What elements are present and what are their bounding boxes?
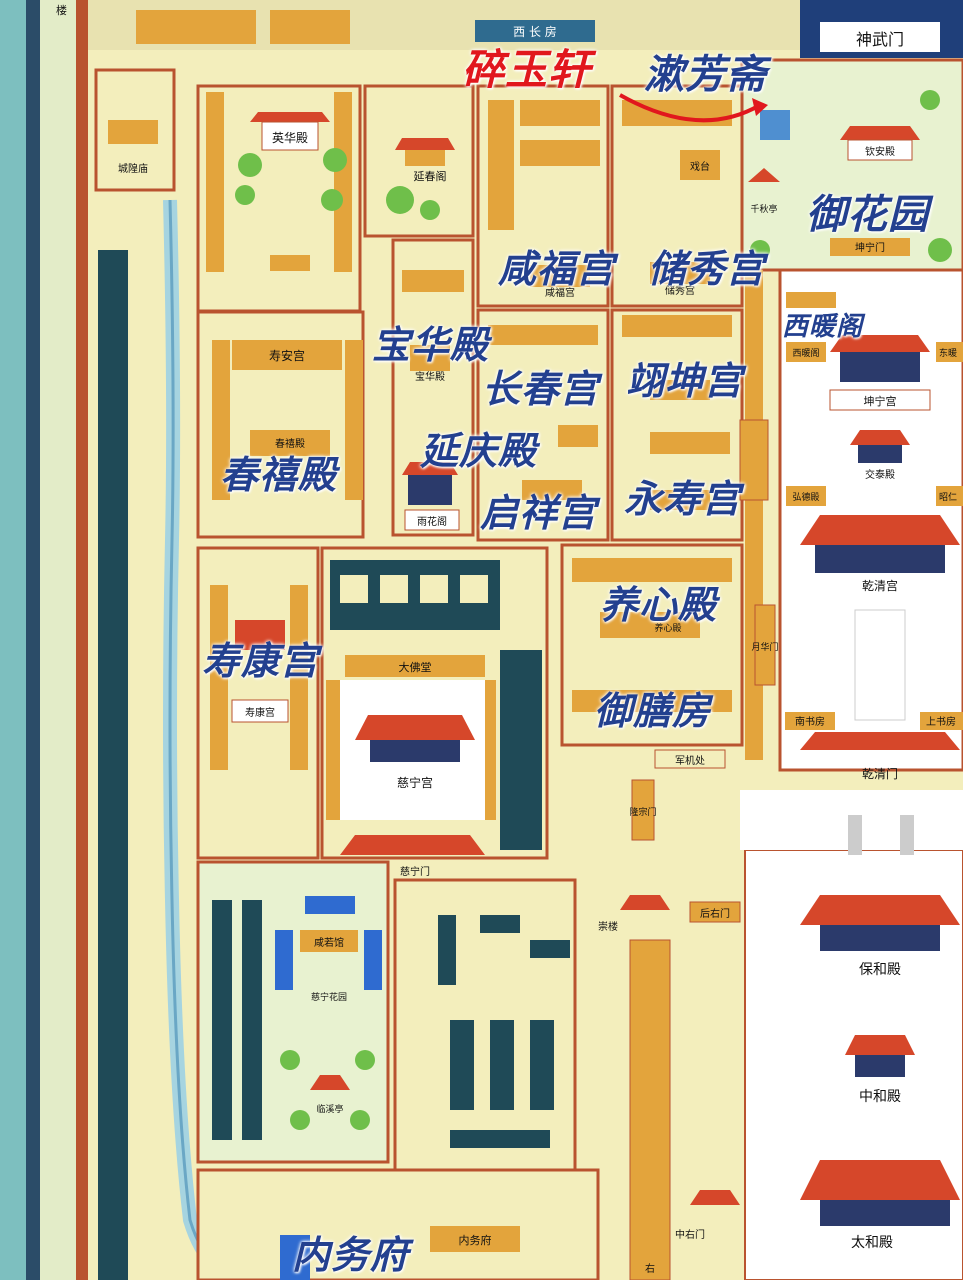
shoukanggong-overlay: 寿康宫 xyxy=(202,638,320,683)
shoukanggong-small-label: 寿康宫 xyxy=(245,706,275,719)
chuxiugong-overlay: 储秀宫 xyxy=(648,246,766,291)
shenwumen-label: 神武门 xyxy=(856,30,904,49)
baohedian-roof xyxy=(800,895,960,925)
baohuadian-small-label: 宝华殿 xyxy=(415,370,445,383)
zhongyoumen-label: 中右门 xyxy=(675,1228,705,1241)
xinuange-overlay: 西暖阁 xyxy=(782,312,864,342)
xinuange-small-label: 西暖阁 xyxy=(792,347,819,359)
xianfugong-small-label: 咸福宫 xyxy=(545,286,575,299)
west-row-buildings xyxy=(98,250,128,1280)
baohedian-label: 保和殿 xyxy=(859,962,901,978)
yanqingdian-overlay: 延庆殿 xyxy=(420,428,538,473)
you-label: 右 xyxy=(645,1262,655,1275)
qinandian-label: 钦安殿 xyxy=(865,145,895,158)
chunxidian-overlay: 春禧殿 xyxy=(220,452,338,497)
qiuxiuting-label: 千秋亭 xyxy=(750,203,777,215)
jiaotaidian-label: 交泰殿 xyxy=(865,468,895,481)
cininghuayuan-label: 慈宁花园 xyxy=(311,991,347,1003)
yushanfang-overlay: 御膳房 xyxy=(594,688,712,733)
xichangfang-label: 西 长 房 xyxy=(513,24,557,39)
xichangfang-block xyxy=(475,20,595,42)
xiantai-label: 戏台 xyxy=(690,160,710,173)
chonglou-label: 崇楼 xyxy=(598,920,618,933)
nanshufang-label: 南书房 xyxy=(795,715,825,728)
xianfugong-overlay: 咸福宫 xyxy=(498,246,616,291)
yinghuadian-label: 英华殿 xyxy=(272,131,308,145)
longzongmen-label: 隆宗门 xyxy=(629,806,656,818)
suiyuxuan-overlay: 碎玉轩 xyxy=(462,45,592,94)
xianruoguan-label: 咸若馆 xyxy=(314,936,344,949)
houyoumen-label: 后右门 xyxy=(700,907,730,920)
zhaorendian-label: 昭仁 xyxy=(939,491,957,503)
neiwufu-overlay: 内务府 xyxy=(292,1232,410,1277)
yikungong-overlay: 翊坤宫 xyxy=(626,358,744,403)
baohuadian-overlay: 宝华殿 xyxy=(372,322,490,367)
neiwufu-small-label: 内务府 xyxy=(459,1233,492,1247)
chuxiugong-small-label: 储秀宫 xyxy=(665,284,695,297)
qianqinggong-roof xyxy=(800,515,960,545)
ciningmen-label: 慈宁门 xyxy=(400,865,430,878)
junjichu-label: 军机处 xyxy=(675,754,705,767)
chunxidian-small-label: 春禧殿 xyxy=(275,437,305,450)
route-arrow xyxy=(619,93,762,123)
taihedian-roof xyxy=(800,1160,960,1200)
cininggong-label: 慈宁宫 xyxy=(397,775,433,790)
yuhuage-label: 雨花阁 xyxy=(417,515,447,528)
yuehuamen-label: 月华门 xyxy=(751,641,778,653)
qianqinggong-label: 乾清宫 xyxy=(862,578,898,593)
shufangzhai-overlay: 漱芳斋 xyxy=(644,51,767,98)
kunninggong-label: 坤宁宫 xyxy=(864,394,897,408)
yongshougong-overlay: 永寿宫 xyxy=(624,476,742,521)
lou-label: 楼 xyxy=(56,3,67,17)
shangshufang-label: 上书房 xyxy=(926,715,956,728)
west-strip xyxy=(0,0,26,1280)
dongnuange-label: 东暖 xyxy=(939,347,957,359)
changchungong-overlay: 长春宫 xyxy=(482,366,600,411)
yangxindian-small-label: 养心殿 xyxy=(654,622,681,634)
zhonghedian-label: 中和殿 xyxy=(859,1089,901,1105)
yuhuayuan-overlay: 御花园 xyxy=(806,191,929,238)
neiwufu-compound xyxy=(196,1168,600,1280)
cininggong-roof xyxy=(355,715,475,740)
taihedian-label: 太和殿 xyxy=(851,1235,893,1251)
linxiting-label: 临溪亭 xyxy=(316,1103,343,1115)
yanchunge-label: 延春阁 xyxy=(414,169,447,183)
qixianggong-overlay: 启祥宫 xyxy=(480,490,598,535)
yangxindian-overlay: 养心殿 xyxy=(600,582,718,627)
hongyidian-label: 弘德殿 xyxy=(792,491,819,503)
west-wall xyxy=(76,0,88,1280)
east-corridor xyxy=(629,939,671,1280)
chenghuangmiao-label: 城隍庙 xyxy=(118,162,148,175)
qianqingmen-label: 乾清门 xyxy=(862,766,898,781)
dafotang-label: 大佛堂 xyxy=(399,660,432,674)
shouangong-label: 寿安宫 xyxy=(269,348,305,363)
kunningmen-label: 坤宁门 xyxy=(855,241,885,254)
west-corridor xyxy=(745,270,763,760)
